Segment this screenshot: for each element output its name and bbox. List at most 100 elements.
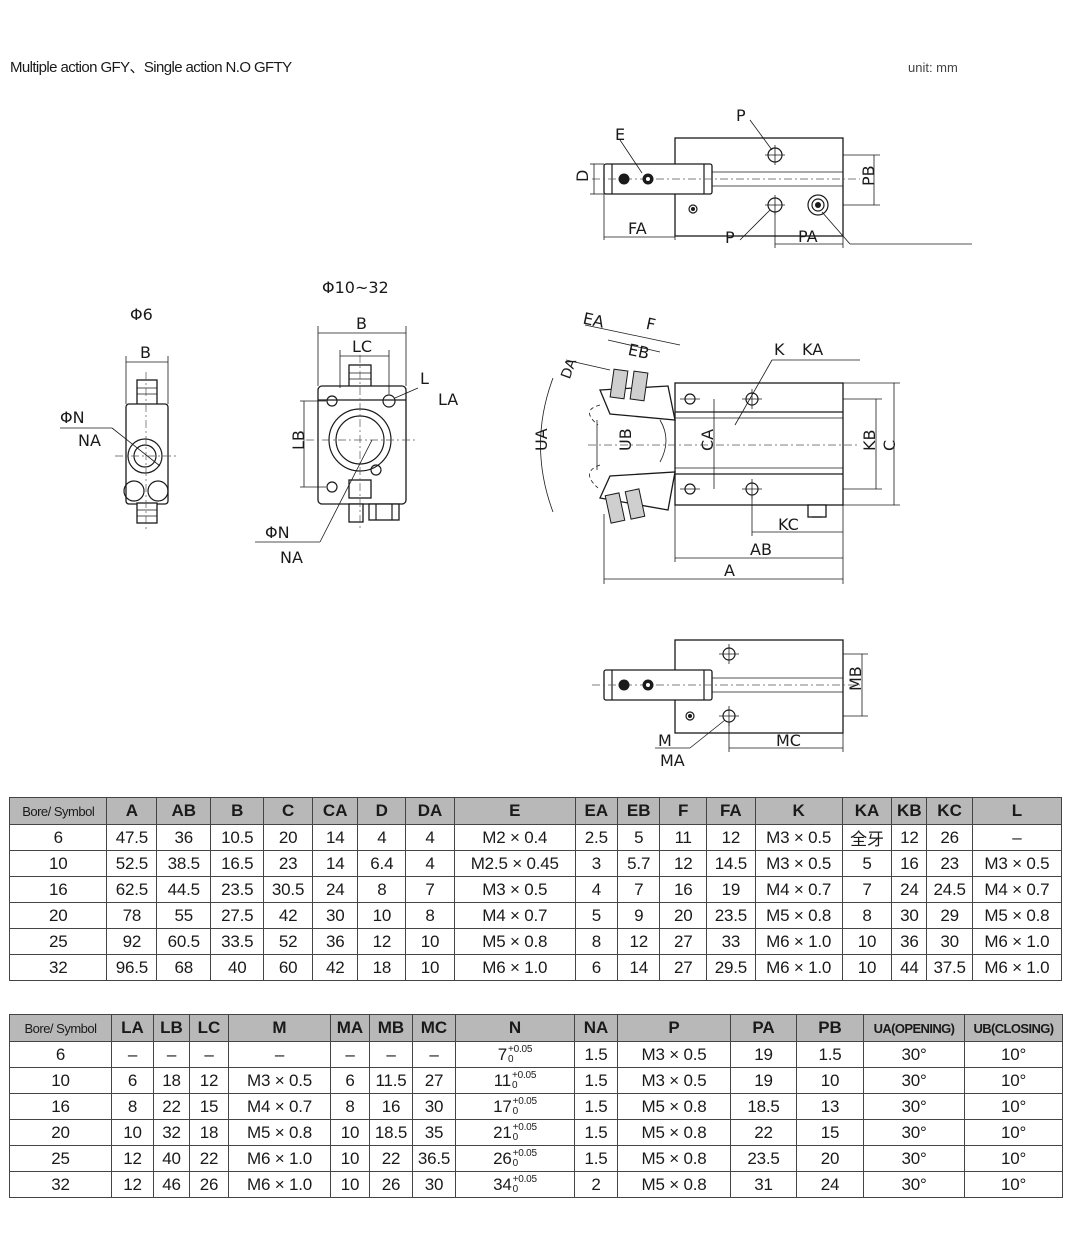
table-cell: 20 [8, 902, 108, 929]
table-cell: 11.5 [369, 1067, 413, 1094]
table-cell: 42 [311, 954, 359, 981]
table-cell: 10° [964, 1171, 1063, 1198]
table-cell: 5 [617, 824, 661, 851]
tolerance-value: 7 [497, 1044, 507, 1064]
table-cell: 24.5 [926, 876, 973, 903]
table-cell: 10 [330, 1119, 370, 1146]
table-cell: 10 [405, 928, 455, 955]
table-cell: 4 [405, 824, 455, 851]
dim-label: F [644, 314, 657, 334]
table-cell: 8 [841, 902, 893, 929]
table-cell: M5 × 0.8 [971, 902, 1063, 929]
table-cell: 22 [153, 1093, 190, 1120]
table-cell: 12 [617, 928, 661, 955]
column-header: L [971, 797, 1063, 825]
table-cell: 8 [405, 902, 455, 929]
table-cell: M6 × 1.0 [754, 954, 843, 981]
tolerance-upper: +0.05 [512, 1147, 538, 1159]
tolerance-value: 34 [493, 1174, 512, 1194]
bore-label-large: Φ10~32 [322, 278, 389, 297]
column-header: LB [153, 1014, 190, 1042]
table-cell: – [228, 1041, 331, 1068]
column-header: PB [796, 1014, 864, 1042]
tolerance-lower: 0 [512, 1183, 519, 1195]
table-cell: 38.5 [156, 850, 212, 877]
table-cell: 16 [8, 876, 108, 903]
dim-label: MC [776, 731, 801, 750]
table-cell: M5 × 0.8 [617, 1119, 731, 1146]
table-cell: 78 [106, 902, 158, 929]
bore-label-small: Φ6 [130, 305, 153, 324]
table-cell: 5 [574, 902, 619, 929]
table-cell: 18 [153, 1067, 190, 1094]
column-header: LC [189, 1014, 229, 1042]
table-cell: 30 [412, 1171, 456, 1198]
table-cell: 1.5 [574, 1041, 618, 1068]
column-header: KB [891, 797, 928, 825]
table-cell: M4 × 0.7 [971, 876, 1063, 903]
column-header: D [357, 797, 407, 825]
table-cell: 27 [659, 954, 707, 981]
table-cell: 1.5 [574, 1067, 618, 1094]
table-cell: M5 × 0.8 [617, 1145, 731, 1172]
table-cell: 18.5 [369, 1119, 413, 1146]
column-header: B [210, 797, 265, 825]
table-cell: 60 [263, 954, 313, 981]
dim-label: P [736, 106, 746, 125]
table-cell: 10 [111, 1119, 154, 1146]
table-cell: 14.5 [706, 850, 756, 877]
dim-label: A [724, 561, 735, 580]
table-cell: 96.5 [106, 954, 158, 981]
column-header: Bore/ Symbol [8, 797, 108, 825]
table-cell: 10 [841, 954, 893, 981]
dim-label: NA [280, 548, 303, 567]
table-cell: 27 [659, 928, 707, 955]
dim-label: K [774, 340, 785, 359]
column-header: M [228, 1014, 331, 1042]
table-cell: 12 [111, 1171, 154, 1198]
column-header: NA [574, 1014, 618, 1042]
column-header: LA [111, 1014, 154, 1042]
table-cell: 13 [796, 1093, 864, 1120]
table-cell: 42 [263, 902, 313, 929]
column-header: UA(OPENING) [863, 1014, 965, 1042]
dim-label: AB [750, 540, 772, 559]
tolerance-upper: +0.05 [511, 1069, 537, 1081]
page-title: Multiple action GFY、Single action N.O GF… [10, 59, 292, 76]
table-cell: 10 [405, 954, 455, 981]
table-cell: 19 [730, 1067, 797, 1094]
dim-label: KC [778, 515, 799, 534]
tolerance-lower: 0 [507, 1053, 514, 1065]
column-header: AB [156, 797, 212, 825]
table-cell: M3 × 0.5 [754, 850, 843, 877]
table-cell: M5 × 0.8 [228, 1119, 331, 1146]
table-cell: 29 [926, 902, 973, 929]
column-header: EA [574, 797, 619, 825]
table-cell: 68 [156, 954, 212, 981]
table-cell: 35 [412, 1119, 456, 1146]
tolerance-value: 11 [493, 1070, 511, 1090]
table-cell: 2 [574, 1171, 618, 1198]
table-cell: 92 [106, 928, 158, 955]
table-cell: 12 [891, 824, 928, 851]
table-cell: 19 [730, 1041, 797, 1068]
tolerance-upper: +0.05 [507, 1043, 533, 1055]
table-cell: 22 [730, 1119, 797, 1146]
table-cell: 10 [9, 1067, 112, 1094]
column-header: DA [405, 797, 455, 825]
column-header: MB [369, 1014, 413, 1042]
table-cell: 20 [659, 902, 707, 929]
table-cell: 62.5 [106, 876, 158, 903]
column-header: MA [330, 1014, 370, 1042]
dim-label: UA [532, 428, 551, 451]
column-header: KC [926, 797, 973, 825]
table-cell: 15 [189, 1093, 229, 1120]
table-cell: 10 [796, 1067, 864, 1094]
column-header: CA [311, 797, 359, 825]
table-cell: 6 [8, 824, 108, 851]
table-cell: 40 [210, 954, 265, 981]
